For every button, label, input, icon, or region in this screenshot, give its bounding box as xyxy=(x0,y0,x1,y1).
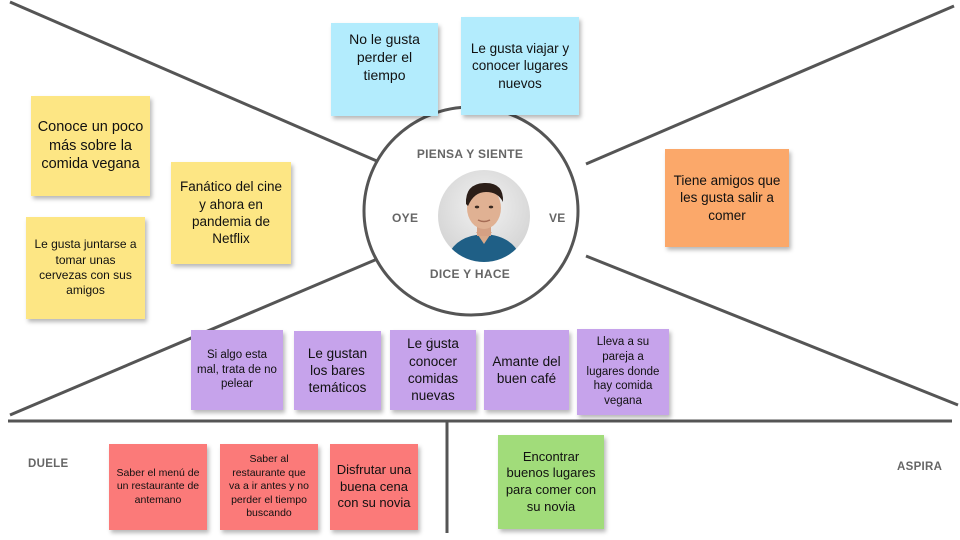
label-aspira: ASPIRA xyxy=(897,461,943,473)
note-piensa-no-perder-tiempo: No le gusta perder el tiempo xyxy=(331,23,438,116)
person-photo-icon xyxy=(438,170,530,262)
label-ve: VE xyxy=(549,211,566,225)
divider-bottom-right xyxy=(585,254,959,407)
note-duele-cena-novia: Disfrutar una buena cena con su novia xyxy=(330,444,418,530)
note-oye-comida-vegana: Conoce un poco más sobre la comida vegan… xyxy=(31,96,150,196)
note-aspira-buenos-lugares: Encontrar buenos lugares para comer con … xyxy=(498,435,604,529)
note-dice-comidas-nuevas: . Le gusta conocer comidas nuevas xyxy=(390,330,476,410)
note-text: Le gusta conocer comidas nuevas xyxy=(407,336,459,404)
note-oye-cervezas: Le gusta juntarse a tomar unas cervezas … xyxy=(26,217,145,319)
label-piensa-y-siente: PIENSA Y SIENTE xyxy=(416,147,524,161)
note-mark: . xyxy=(430,332,433,341)
note-dice-bares-tematicos: Le gustan los bares temáticos xyxy=(294,331,381,410)
label-oye: OYE xyxy=(392,211,419,225)
note-ve-amigos-salir: Tiene amigos que les gusta salir a comer xyxy=(665,149,789,247)
note-duele-no-perder-tiempo: Saber al restaurante que va a ir antes y… xyxy=(220,444,318,530)
divider-top-right xyxy=(585,4,955,166)
divider-top-left xyxy=(9,0,387,167)
label-duele: DUELE xyxy=(28,458,69,470)
note-piensa-viajar: Le gusta viajar y conocer lugares nuevos xyxy=(461,17,579,115)
note-dice-buen-cafe: Amante del buen café xyxy=(484,330,569,410)
note-duele-menu: Saber el menú de un restaurante de antem… xyxy=(109,444,207,530)
note-oye-cine-netflix: Fanático del cine y ahora en pandemia de… xyxy=(171,162,291,264)
note-dice-no-pelear: Si algo esta mal, trata de no pelear xyxy=(191,330,283,410)
note-dice-pareja-vegana: Lleva a su pareja a lugares donde hay co… xyxy=(577,329,669,415)
label-dice-y-hace: DICE Y HACE xyxy=(429,267,511,281)
